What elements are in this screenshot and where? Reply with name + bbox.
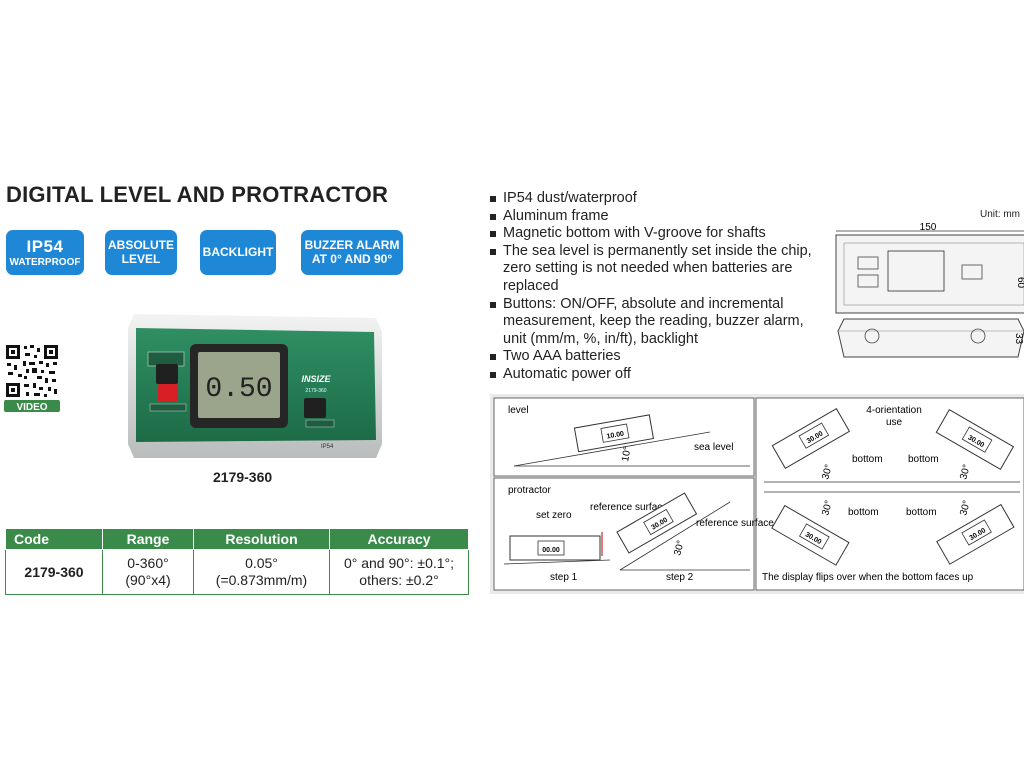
set-zero-label: set zero xyxy=(536,510,572,521)
usage-diagram: level 10.00 sea level 10° protractor set… xyxy=(490,394,1024,594)
step-2-label: step 2 xyxy=(666,572,694,583)
height-dimension: 60 xyxy=(1015,277,1024,289)
lcd-reading: 0.50 xyxy=(205,374,272,405)
ip-rating-print: IP54 xyxy=(321,444,334,450)
bottom-label-3: bottom xyxy=(848,507,879,518)
brand-logo-text: INSIZE xyxy=(301,374,331,384)
qr-code-video-link[interactable]: VIDEO xyxy=(4,343,60,412)
product-model-label: 2179-360 xyxy=(213,469,273,485)
badge-ip54-label: IP54 xyxy=(26,236,64,256)
cell-range: 0-360°(90°x4) xyxy=(102,549,194,595)
qr-video-label: VIDEO xyxy=(16,402,47,412)
level-angle-label: 10° xyxy=(620,446,633,463)
list-item: Buttons: ON/OFF, absolute and incrementa… xyxy=(490,296,820,349)
feature-list: IP54 dust/waterproof Aluminum frame Magn… xyxy=(490,190,820,384)
bottom-label-4: bottom xyxy=(906,507,937,518)
header-range: Range xyxy=(102,528,194,550)
bottom-label-1: bottom xyxy=(852,454,883,465)
table-row: 2179-360 0-360°(90°x4) 0.05°(=0.873mm/m)… xyxy=(5,549,469,595)
cell-resolution: 0.05°(=0.873mm/m) xyxy=(193,549,330,595)
angle-label-2: 30° xyxy=(958,463,973,480)
badge-backlight-label: BACKLIGHT xyxy=(202,244,274,259)
cell-accuracy: 0° and 90°: ±0.1°;others: ±0.2° xyxy=(329,549,469,595)
level-label: level xyxy=(508,405,529,416)
unit-label: Unit: mm xyxy=(980,209,1020,220)
length-dimension: 150 xyxy=(920,222,937,233)
dimension-drawing: Unit: mm 150 60 33 xyxy=(835,209,1024,358)
protractor-label: protractor xyxy=(508,485,551,496)
sea-level-label: sea level xyxy=(694,442,733,453)
list-item: Magnetic bottom with V-groove for shafts xyxy=(490,225,820,243)
step-1-label: step 1 xyxy=(550,572,578,583)
thickness-dimension: 33 xyxy=(1013,333,1024,345)
backlight-badge: BACKLIGHT xyxy=(200,230,276,275)
header-code: Code xyxy=(5,528,103,550)
range-secondary: (90°x4) xyxy=(125,572,171,588)
header-accuracy: Accuracy xyxy=(329,528,469,550)
badge-level-label: LEVEL xyxy=(121,251,161,266)
resolution-primary: 0.05° xyxy=(245,555,278,572)
zero-reading: 00.00 xyxy=(542,547,560,554)
buzzer-alarm-badge: BUZZER ALARM AT 0° AND 90° xyxy=(301,230,403,275)
page-title: DIGITAL LEVEL AND PROTRACTOR xyxy=(6,182,389,207)
list-item: Two AAA batteries xyxy=(490,348,820,366)
list-item: The sea level is permanently set inside … xyxy=(490,243,820,296)
list-item: IP54 dust/waterproof xyxy=(490,190,820,208)
reference-surface-label-2: reference surface xyxy=(696,518,774,529)
spec-table-header: Code Range Resolution Accuracy xyxy=(5,528,469,550)
bottom-label-2: bottom xyxy=(908,454,939,465)
range-primary: 0-360° xyxy=(127,555,169,572)
device-model-print: 2179-360 xyxy=(305,388,326,394)
header-resolution: Resolution xyxy=(193,528,330,550)
step2-angle-label: 30° xyxy=(672,539,687,556)
accuracy-primary: 0° and 90°: ±0.1°; xyxy=(343,555,455,572)
resolution-secondary: (=0.873mm/m) xyxy=(215,572,308,588)
list-item: Aluminum frame xyxy=(490,208,820,226)
level-reading: 10.00 xyxy=(606,431,625,441)
badge-absolute-label: ABSOLUTE xyxy=(108,237,174,252)
angle-label-3: 30° xyxy=(820,499,835,516)
reference-surface-label-1: reference surface xyxy=(590,502,668,513)
badge-buzzer-label: BUZZER ALARM xyxy=(304,237,400,252)
orientation-label-2: use xyxy=(886,417,903,428)
absolute-level-badge: ABSOLUTE LEVEL xyxy=(105,230,177,275)
badge-waterproof-label: WATERPROOF xyxy=(9,256,81,268)
badge-angle-label: AT 0° AND 90° xyxy=(311,251,393,266)
cell-code: 2179-360 xyxy=(5,549,103,595)
orientation-label-1: 4-orientation xyxy=(866,405,922,416)
angle-label-4: 30° xyxy=(958,499,973,516)
angle-label-1: 30° xyxy=(820,463,835,480)
digital-level-photo: 0.50 INSIZE 2179-360 IP54 xyxy=(128,314,382,458)
accuracy-secondary: others: ±0.2° xyxy=(359,572,439,588)
ip54-waterproof-badge: IP54 WATERPROOF xyxy=(6,230,84,275)
spec-table: Code Range Resolution Accuracy 2179-360 … xyxy=(5,528,469,595)
list-item: Automatic power off xyxy=(490,366,820,384)
flip-note: The display flips over when the bottom f… xyxy=(762,572,974,583)
